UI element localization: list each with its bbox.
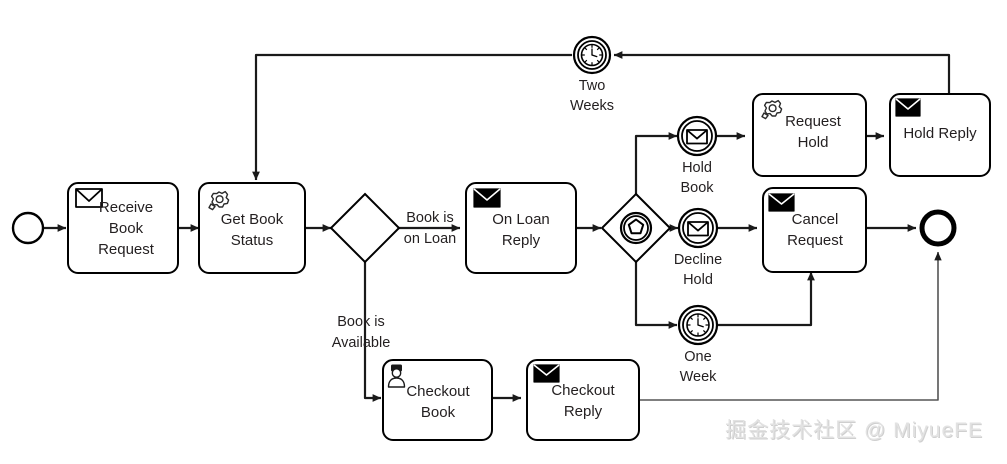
svg-text:Book is: Book is <box>337 314 385 330</box>
task-on-loan-reply[interactable]: On Loan Reply <box>465 182 577 274</box>
start-event[interactable] <box>11 211 45 245</box>
svg-text:Weeks: Weeks <box>570 98 614 114</box>
task-label-line: Request <box>787 232 844 249</box>
task-label-line: Book <box>109 220 144 237</box>
event-one-week[interactable]: One Week <box>677 304 719 385</box>
envelope-open-icon <box>686 129 708 145</box>
clock-ticks <box>582 45 602 65</box>
task-label-line: Status <box>231 232 274 249</box>
gear-icon <box>761 99 783 120</box>
task-label-line: Request <box>785 113 842 130</box>
watermark-text: 掘金技术社区 @ MiyueFE <box>725 419 983 442</box>
task-label-line: Request <box>98 241 155 258</box>
flow-oneweek-to-cancelrequest <box>718 271 815 327</box>
task-request-hold[interactable]: Request Hold <box>752 93 867 177</box>
envelope-open-icon <box>75 188 103 208</box>
svg-text:Book is: Book is <box>406 210 454 226</box>
svg-text:Two: Two <box>579 78 606 94</box>
event-two-weeks[interactable]: Two Weeks <box>570 35 614 114</box>
task-label-line: Checkout <box>551 382 615 399</box>
flow-xor-to-checkoutbook <box>363 262 382 402</box>
envelope-open-icon <box>687 221 709 237</box>
svg-text:Book: Book <box>680 180 714 196</box>
task-label-line: Receive <box>99 199 153 216</box>
task-label-line: Checkout <box>406 383 470 400</box>
event-hold-book[interactable]: Hold Book <box>676 115 718 196</box>
flow-holdreply-to-twoweeks <box>613 51 951 104</box>
task-label-line: On Loan <box>492 211 550 228</box>
envelope-filled-icon <box>473 188 501 208</box>
flow-twoweeks-to-getstatus <box>252 53 572 181</box>
svg-text:One: One <box>684 349 711 365</box>
svg-text:Hold: Hold <box>683 272 713 288</box>
user-icon <box>387 364 406 388</box>
event-decline-hold[interactable]: Decline Hold <box>674 207 722 288</box>
flow-label-book-is-on-loan: Book is on Loan <box>404 210 456 247</box>
task-label-line: Reply <box>502 232 541 249</box>
svg-text:Available: Available <box>332 335 391 351</box>
task-label-line: Reply <box>564 403 603 420</box>
task-label-line: Get Book <box>221 211 284 228</box>
task-label-line: Book <box>421 404 456 421</box>
flow-eventgw-to-oneweek <box>634 251 678 329</box>
svg-text:Week: Week <box>680 369 718 385</box>
gear-icon <box>208 190 230 211</box>
task-cancel-request[interactable]: Cancel Request <box>762 187 867 273</box>
envelope-filled-icon <box>895 98 921 117</box>
exclusive-gateway[interactable] <box>329 192 401 264</box>
flow-checkoutreply-to-end <box>640 251 942 401</box>
task-receive-book-request[interactable]: Receive Book Request <box>67 182 179 274</box>
svg-text:Hold: Hold <box>682 160 712 176</box>
task-label-line: Hold <box>798 134 829 151</box>
event-based-gateway[interactable] <box>600 192 672 264</box>
svg-text:Decline: Decline <box>674 252 722 268</box>
task-label-line: Cancel <box>792 211 839 228</box>
task-checkout-book[interactable]: Checkout Book <box>382 359 493 441</box>
flow-label-book-is-available: Book is Available <box>332 314 391 351</box>
envelope-filled-icon <box>533 364 560 383</box>
envelope-filled-icon <box>768 193 795 212</box>
task-checkout-reply[interactable]: Checkout Reply <box>526 359 640 441</box>
task-hold-reply[interactable]: Hold Reply <box>889 93 991 177</box>
task-label-line: Hold Reply <box>903 125 977 142</box>
task-get-book-status[interactable]: Get Book Status <box>198 182 306 274</box>
end-event[interactable] <box>919 209 957 247</box>
svg-text:on Loan: on Loan <box>404 231 456 247</box>
clock-ticks <box>687 314 709 336</box>
flow-eventgw-to-holdbook <box>634 132 678 205</box>
